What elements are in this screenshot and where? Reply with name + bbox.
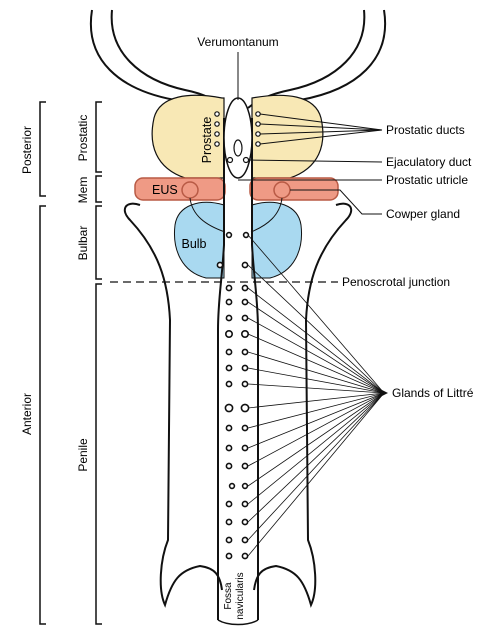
label-prostate: Prostate — [200, 117, 214, 164]
label-anterior: Anterior — [20, 393, 34, 435]
label-penoscrotal-junction: Penoscrotal junction — [342, 275, 450, 289]
label-prostatic-ducts: Prostatic ducts — [386, 123, 465, 137]
anterior-bracket — [40, 206, 46, 624]
penile-bracket — [96, 284, 102, 624]
bulb-right — [252, 202, 302, 278]
eus-left-band — [135, 178, 225, 200]
prostatic-utricle-opening — [234, 140, 242, 156]
ejaculatory-duct-opening-right — [244, 158, 249, 163]
label-cowper-gland: Cowper gland — [386, 207, 460, 221]
urethral-meatus — [218, 620, 258, 625]
mem-bracket — [96, 176, 102, 202]
label-posterior: Posterior — [20, 126, 34, 174]
eus-right-band — [250, 178, 338, 200]
label-bulbar: Bulbar — [76, 226, 90, 261]
posterior-bracket — [40, 102, 46, 196]
cowper-gland-left — [182, 182, 198, 198]
label-eus: EUS — [152, 183, 178, 197]
verumontanum — [224, 98, 252, 178]
label-penile: Penile — [76, 438, 90, 472]
label-bulb: Bulb — [181, 237, 206, 251]
label-verumontanum: Verumontanum — [197, 35, 278, 49]
littre-leader-hub — [380, 389, 388, 397]
label-mem: Mem — [76, 177, 90, 204]
label-prostatic: Prostatic — [76, 115, 90, 162]
prostatic-bracket — [96, 102, 102, 172]
label-fossa: Fossa — [223, 582, 234, 610]
cowper-gland-right — [274, 182, 290, 198]
ejaculatory-duct-opening-left — [228, 158, 233, 163]
bulbar-bracket — [96, 206, 102, 279]
label-glands-of-littre: Glands of Littré — [392, 386, 474, 400]
prostate-right-lobe — [252, 95, 323, 178]
section-brackets — [40, 102, 102, 624]
label-navicularis: navicularis — [235, 572, 246, 619]
label-ejaculatory-duct: Ejaculatory duct — [386, 155, 472, 169]
label-prostatic-utricle: Prostatic utricle — [386, 173, 468, 187]
